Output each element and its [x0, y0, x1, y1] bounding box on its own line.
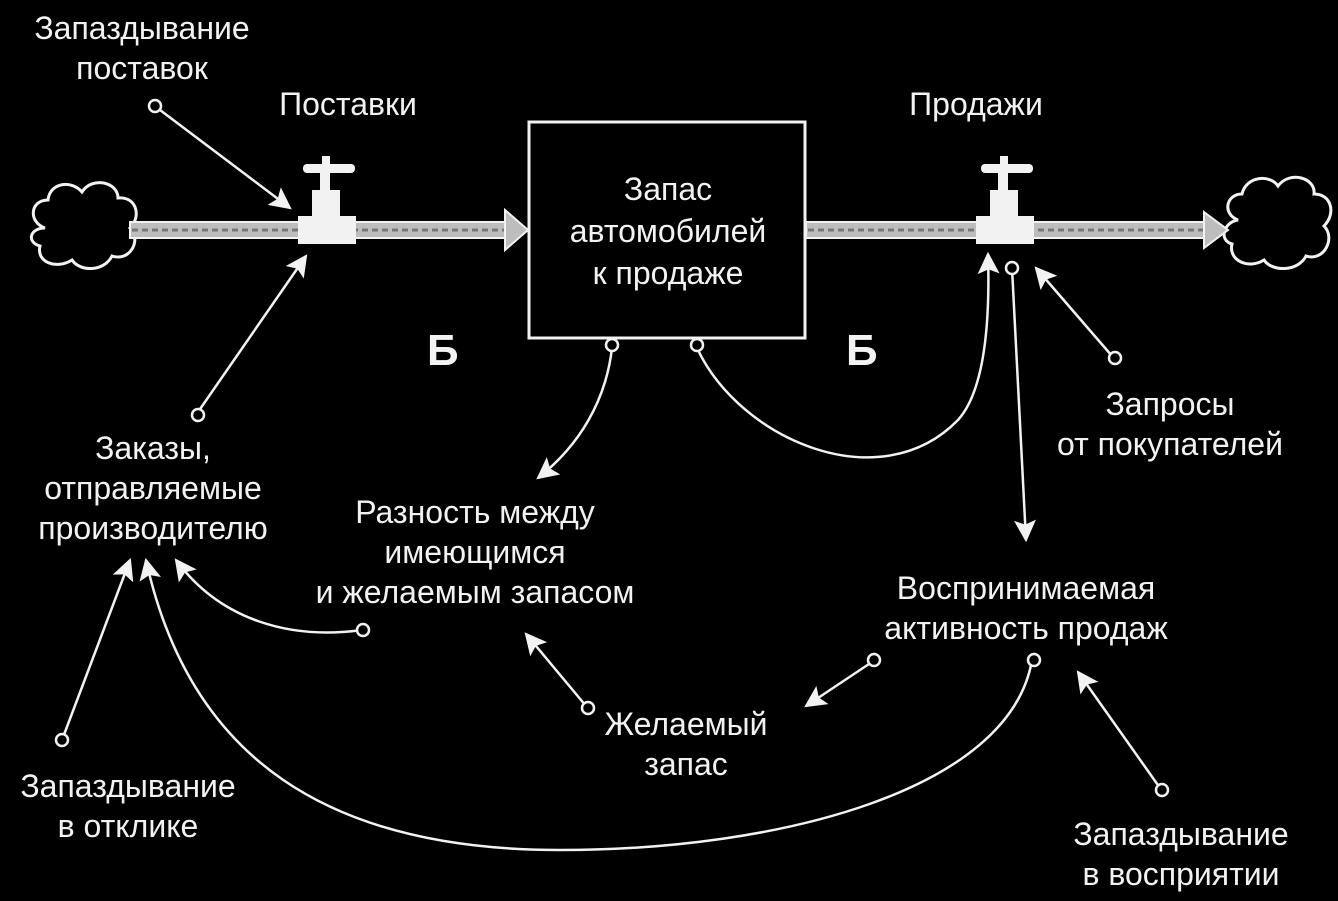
link-stock-to-gap [536, 347, 614, 480]
deliveries-label: Поставки [279, 86, 417, 122]
link-perception-delay-to-perceived [1076, 670, 1162, 789]
supply-delay-line1: Запаздывание [34, 10, 250, 46]
link-supply-delay-to-deliveries [159, 109, 292, 210]
supply-delay-label: Запаздывание поставок [22, 8, 262, 88]
link-response-delay-to-orders [60, 557, 134, 741]
desired-stock-line2: запас [644, 746, 728, 782]
stock-box [527, 120, 807, 340]
stock-line3: к продаже [592, 255, 744, 291]
customer-requests-label: Запросы от покупателей [1040, 384, 1300, 464]
stock-line1: Запас [623, 171, 713, 207]
orders-line3: производителю [38, 510, 268, 546]
customer-requests-line1: Запросы [1105, 386, 1235, 422]
response-delay-label: Запаздывание в отклике [8, 766, 248, 846]
orders-line1: Заказы, [95, 430, 211, 466]
customer-requests-line2: от покупателей [1057, 426, 1283, 462]
balancing-loop-right-label: Б [846, 326, 878, 375]
gap-line1: Разность между [355, 494, 595, 530]
link-stock-to-sales [695, 251, 1000, 459]
stock-line2: автомобилей [569, 213, 767, 249]
response-delay-line1: Запаздывание [20, 768, 236, 804]
perception-delay-line1: Запаздывание [1073, 816, 1289, 852]
sink-cloud-icon [1222, 175, 1333, 270]
gap-line3: и желаемым запасом [315, 574, 635, 610]
link-gap-to-orders [174, 558, 363, 634]
desired-stock-line1: Желаемый [604, 706, 768, 742]
perceived-sales-line1: Воспринимаемая [896, 570, 1156, 606]
balancing-loop-left-label: Б [427, 326, 459, 375]
link-origins [54, 98, 1170, 798]
desired-stock-label: Желаемый запас [586, 704, 786, 784]
link-perceived-to-orders [139, 557, 1034, 852]
perceived-sales-line2: активность продаж [884, 610, 1168, 646]
orders-line2: отправляемые [44, 470, 262, 506]
link-sales-to-perceived [1010, 267, 1036, 543]
link-requests-to-sales [1034, 266, 1113, 357]
response-delay-line2: в отклике [57, 808, 199, 844]
gap-line2: имеющимся [384, 534, 566, 570]
perception-delay-line2: в восприятии [1082, 856, 1280, 892]
source-cloud-icon [29, 181, 138, 270]
supply-delay-line2: поставок [76, 50, 208, 86]
gap-label: Разность между имеющимся и желаемым запа… [300, 492, 650, 612]
stock-label: Запас автомобилей к продаже [530, 168, 806, 294]
sales-label: Продажи [909, 86, 1043, 122]
orders-label: Заказы, отправляемые производителю [18, 428, 288, 548]
perceived-sales-label: Воспринимаемая активность продаж [876, 568, 1176, 648]
link-perceived-to-desired [804, 660, 873, 708]
link-orders-to-deliveries [196, 254, 308, 413]
perception-delay-label: Запаздывание в восприятии [1056, 814, 1306, 894]
deliveries-valve-icon [298, 156, 356, 244]
sales-valve-icon [976, 156, 1034, 244]
link-desired-to-gap [524, 632, 587, 707]
